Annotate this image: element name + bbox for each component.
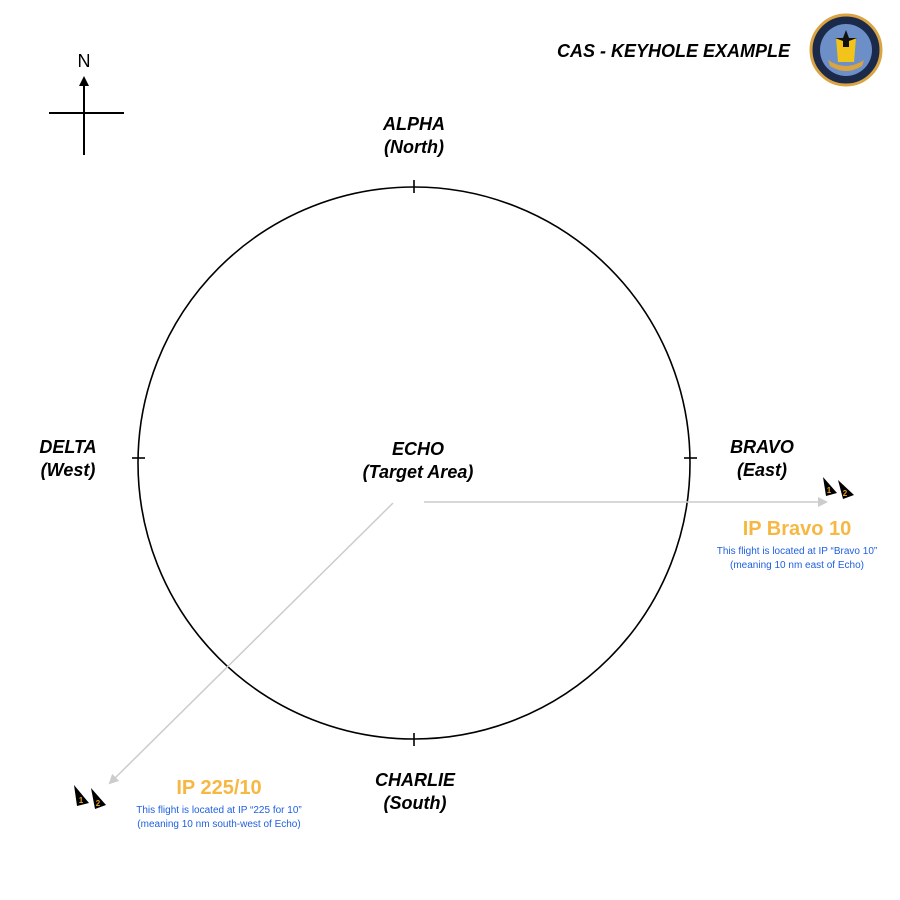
page-title: CAS - KEYHOLE EXAMPLE: [557, 41, 791, 61]
aircraft-pair-225: 1 2: [74, 785, 106, 809]
aircraft-number: 2: [843, 489, 848, 498]
echo-sub: (Target Area): [363, 462, 474, 482]
cardinal-ticks: [132, 180, 697, 746]
flight-note-line2: (meaning 10 nm south-west of Echo): [137, 819, 300, 830]
charlie-sub: (South): [384, 793, 447, 813]
ip-bravo-10-label: IP Bravo 10: [743, 518, 852, 540]
aircraft-icon: [74, 785, 89, 806]
arrow-to-225-10: [108, 502, 394, 785]
aircraft-icon: [823, 477, 837, 496]
flight-note-line1: This flight is located at IP “Bravo 10”: [717, 546, 877, 557]
aircraft-icon: [838, 480, 854, 499]
charlie-label: CHARLIE: [375, 770, 456, 790]
north-compass-icon: N: [49, 51, 124, 155]
aircraft-icon: [91, 788, 106, 809]
delta-sub: (West): [41, 460, 96, 480]
ip-225-10-label: IP 225/10: [176, 777, 261, 799]
north-label: N: [78, 51, 91, 71]
aircraft-number: 2: [96, 799, 101, 808]
aircraft-pair-bravo: 1 2: [823, 477, 854, 499]
delta-label: DELTA: [39, 437, 96, 457]
bravo-label: BRAVO: [730, 437, 794, 457]
bravo-sub: (East): [737, 460, 787, 480]
echo-label: ECHO: [392, 439, 444, 459]
master-arms-logo: [809, 13, 883, 87]
alpha-label: ALPHA: [382, 114, 445, 134]
aircraft-number: 1: [827, 486, 832, 495]
aircraft-number: 1: [79, 796, 84, 805]
flight-note-line1: This flight is located at IP “225 for 10…: [136, 805, 301, 816]
flight-note-line2: (meaning 10 nm east of Echo): [730, 560, 864, 571]
alpha-sub: (North): [384, 137, 444, 157]
